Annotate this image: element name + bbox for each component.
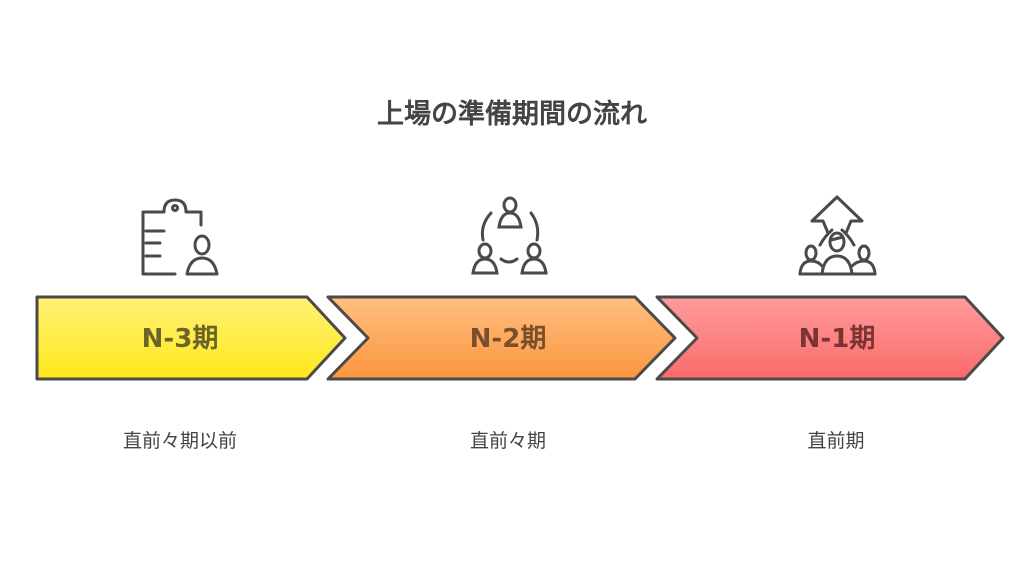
diagram-title: 上場の準備期間の流れ: [377, 99, 647, 130]
stage-arrow-3: [655, 295, 1005, 381]
stage-label-3: N-1期: [798, 324, 876, 354]
stage-sublabel-2: 直前々期: [469, 430, 546, 452]
group-growth-arrow-icon: [798, 195, 877, 276]
clipboard-person-icon: [141, 198, 219, 276]
stage-arrow-1: [35, 295, 347, 381]
team-circle-icon: [471, 196, 548, 275]
stage-label-2: N-2期: [469, 324, 547, 354]
stage-sublabel-1: 直前々期以前: [122, 430, 237, 452]
stage-arrow-2: [326, 295, 677, 381]
stage-label-1: N-3期: [141, 324, 219, 354]
stage-sublabel-3: 直前期: [807, 430, 865, 452]
